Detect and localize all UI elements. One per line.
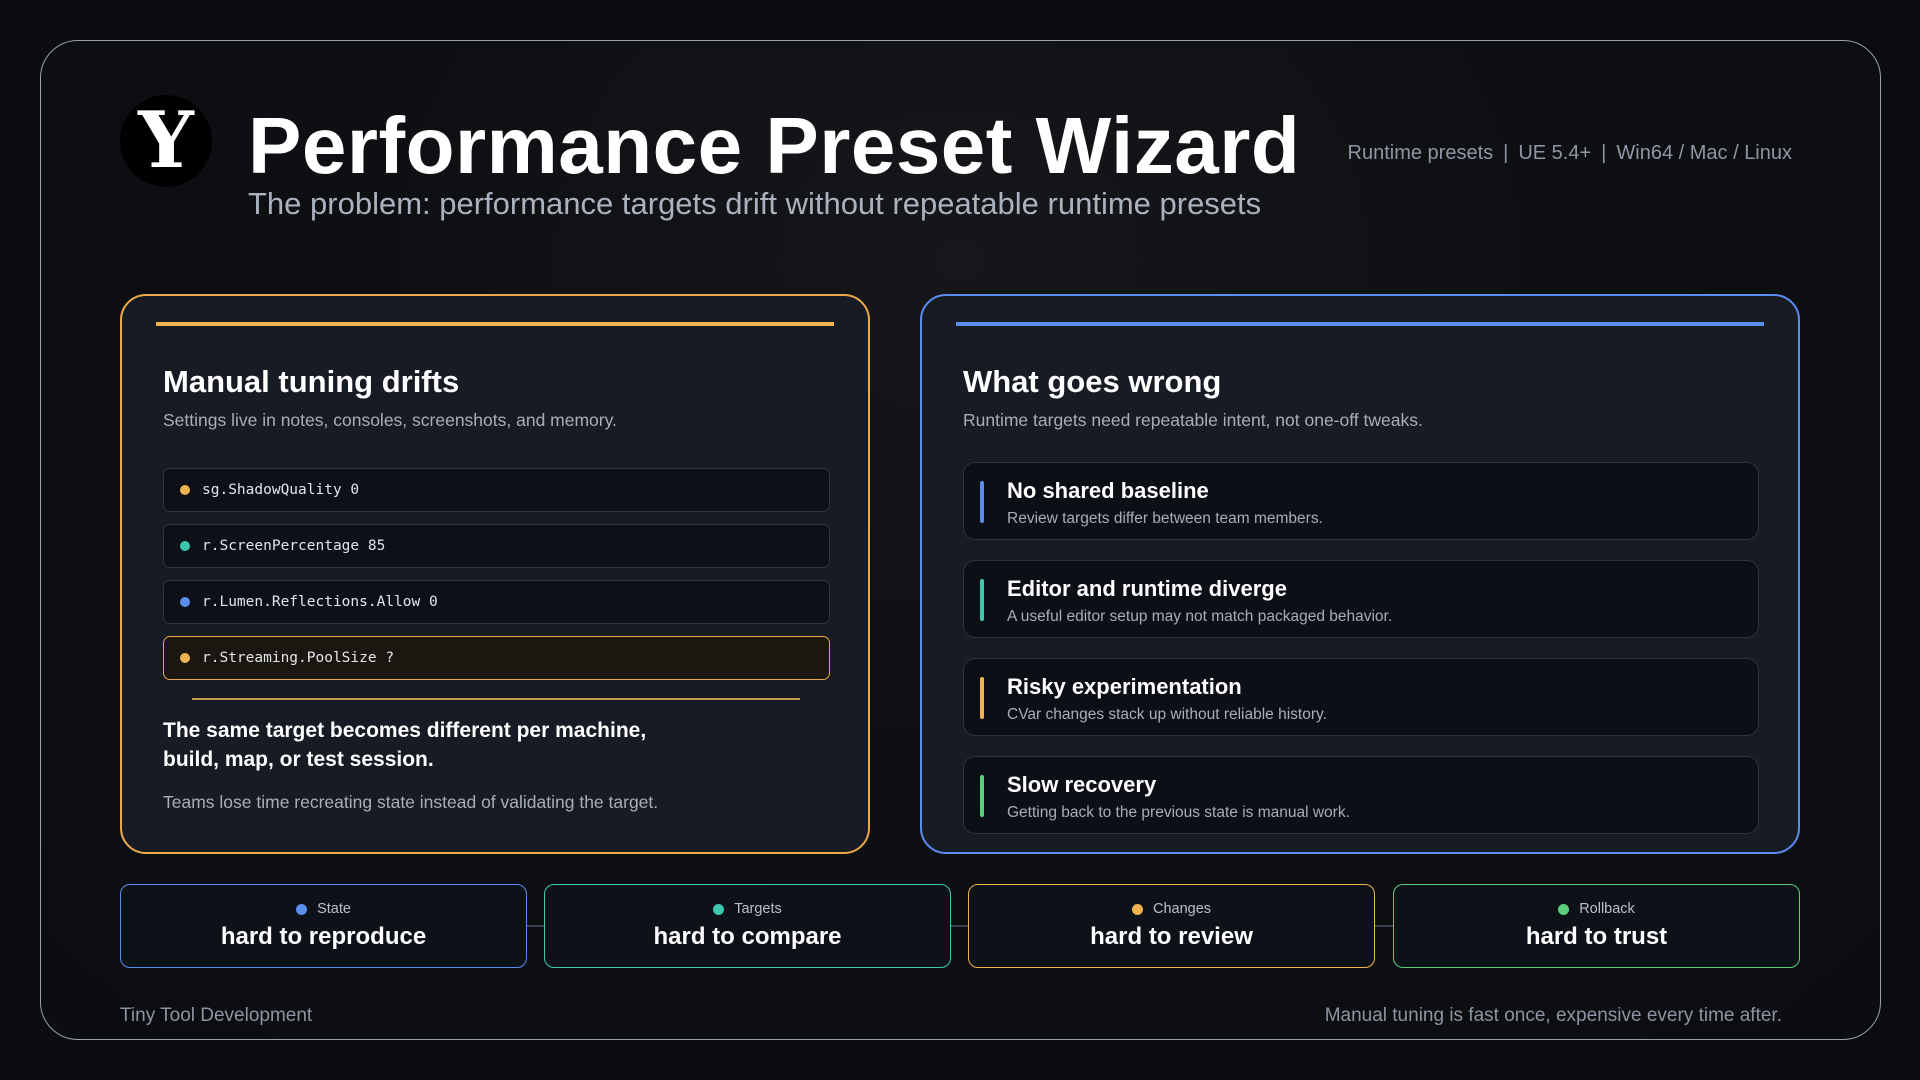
card-connector <box>527 925 545 927</box>
issue-card: Editor and runtime diverge A useful edito… <box>963 560 1759 638</box>
meta-engine: UE 5.4+ <box>1518 142 1592 164</box>
panel-accent-bar <box>956 322 1764 326</box>
card-label: Targets <box>734 901 782 917</box>
issue-accent <box>980 481 984 523</box>
cvar-row: r.Lumen.Reflections.Allow 0 <box>163 580 830 624</box>
status-dot <box>1131 903 1143 915</box>
status-dot <box>180 541 190 551</box>
panel-title: What goes wrong <box>963 364 1222 399</box>
issue-description: CVar changes stack up without reliable h… <box>1007 706 1327 723</box>
status-dot <box>296 903 308 915</box>
card-value: hard to trust <box>1525 923 1668 950</box>
issue-title: No shared baseline <box>1007 478 1209 503</box>
cvar-row: sg.ShadowQuality 0 <box>163 468 830 512</box>
manual-tuning-panel: Manual tuning drifts Settings live in no… <box>120 294 870 854</box>
panel-accent-bar <box>156 322 834 326</box>
cvar-row-warning: r.Streaming.PoolSize ? <box>163 636 830 680</box>
meta-separator: | <box>1503 142 1509 164</box>
card-value: hard to reproduce <box>220 923 427 950</box>
issue-accent <box>980 677 984 719</box>
drift-note: Teams lose time recreating state instead… <box>163 792 659 812</box>
drift-statement: The same target becomes different per ma… <box>163 719 647 771</box>
cvar-list: sg.ShadowQuality 0 r.ScreenPercentage 85… <box>163 468 830 692</box>
issue-description: Getting back to the previous state is ma… <box>1007 804 1350 821</box>
issue-accent <box>980 579 984 621</box>
panel-divider <box>192 698 800 700</box>
status-dot <box>180 653 190 663</box>
issue-description: Review targets differ between team membe… <box>1007 510 1323 527</box>
meta-platforms: Win64 / Mac / Linux <box>1616 142 1792 164</box>
card-label: State <box>317 901 351 917</box>
card-value: hard to compare <box>653 923 842 950</box>
card-connector <box>951 925 969 927</box>
summary-card-rollback: Rollback hard to trust <box>1393 884 1800 968</box>
cvar-text: sg.ShadowQuality 0 <box>202 482 360 498</box>
page-subtitle: The problem: performance targets drift w… <box>248 186 1262 221</box>
issue-title: Risky experimentation <box>1007 674 1242 699</box>
meta-presets: Runtime presets <box>1347 142 1494 164</box>
cvar-text: r.Streaming.PoolSize ? <box>202 650 395 666</box>
issue-title: Editor and runtime diverge <box>1007 576 1287 601</box>
card-connector <box>1375 925 1393 927</box>
status-dot <box>180 485 190 495</box>
issue-description: A useful editor setup may not match pack… <box>1007 608 1393 625</box>
status-dot <box>180 597 190 607</box>
card-label: Changes <box>1152 901 1212 917</box>
footer-brand: Tiny Tool Development <box>120 1005 313 1026</box>
panel-title: Manual tuning drifts <box>163 364 460 399</box>
panel-description: Settings live in notes, consoles, screen… <box>163 410 617 430</box>
card-value: hard to review <box>1090 923 1253 950</box>
summary-card-changes: Changes hard to review <box>968 884 1375 968</box>
logo-letter: Y <box>138 95 194 186</box>
panel-description: Runtime targets need repeatable intent, … <box>963 410 1423 430</box>
page-title: Performance Preset Wizard <box>248 101 1301 190</box>
status-dot <box>713 903 725 915</box>
cvar-text: r.Lumen.Reflections.Allow 0 <box>202 594 438 610</box>
summary-card-state: State hard to reproduce <box>120 884 527 968</box>
summary-cards: State hard to reproduce Targets hard to … <box>120 884 1800 968</box>
cvar-text: r.ScreenPercentage 85 <box>202 538 386 554</box>
summary-card-targets: Targets hard to compare <box>544 884 951 968</box>
brand-logo: Y <box>120 95 212 187</box>
cvar-row: r.ScreenPercentage 85 <box>163 524 830 568</box>
footer-tagline: Manual tuning is fast once, expensive ev… <box>1324 1005 1782 1026</box>
what-goes-wrong-panel: What goes wrong Runtime targets need rep… <box>920 294 1800 854</box>
card-label: Rollback <box>1579 901 1635 917</box>
meta-separator: | <box>1601 142 1607 164</box>
status-dot <box>1558 903 1570 915</box>
issue-title: Slow recovery <box>1007 772 1157 797</box>
meta-info: Runtime presets | UE 5.4+ | Win64 / Mac / Li… <box>1348 142 1792 165</box>
issue-accent <box>980 775 984 817</box>
